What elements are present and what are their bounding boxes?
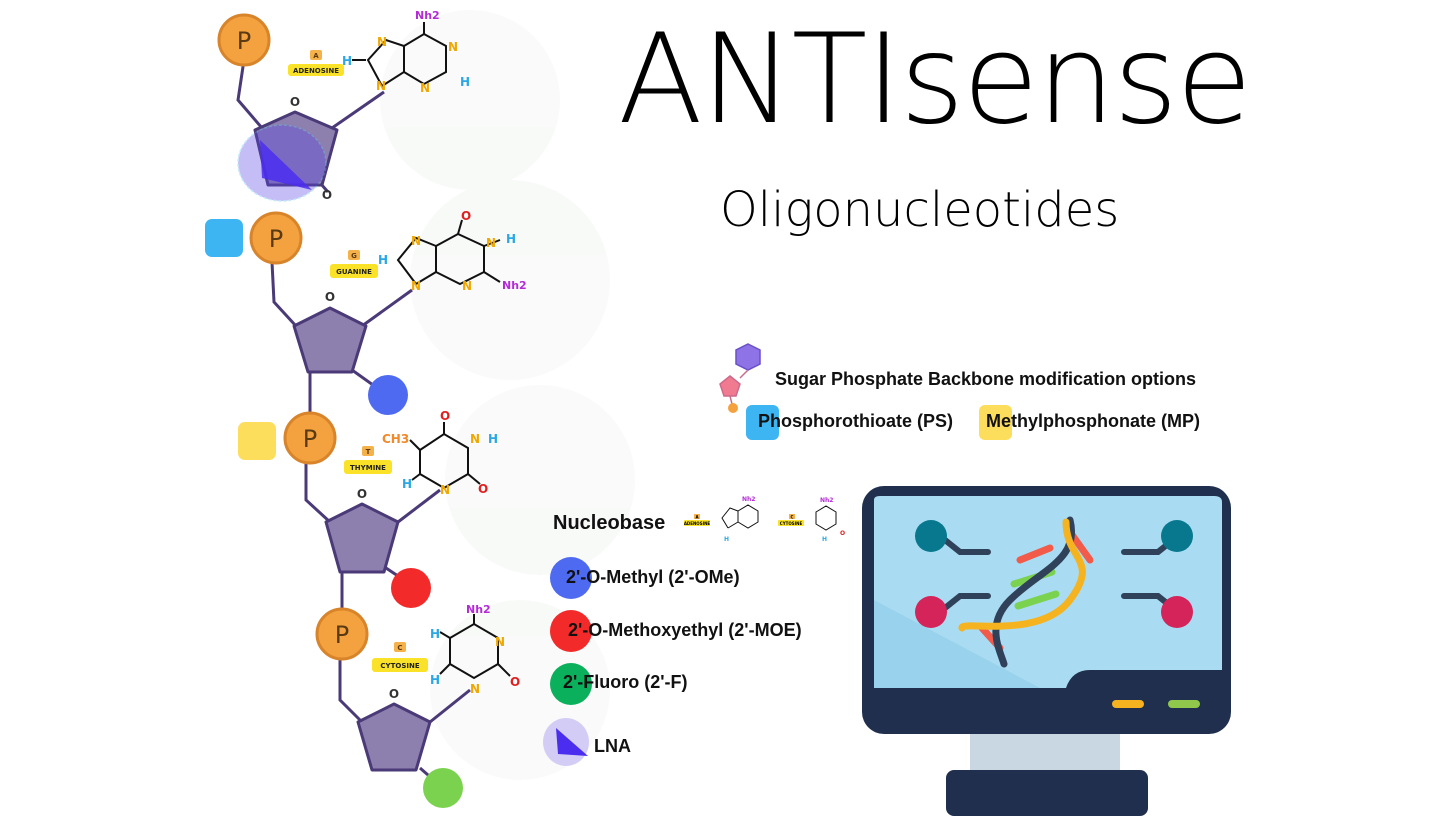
atom-n: N: [411, 234, 421, 248]
lna-modification-glyph: [237, 124, 327, 202]
base-label-thymine: [344, 446, 392, 474]
base-name: ADENOSINE: [293, 67, 339, 75]
atom-n: N: [470, 682, 480, 696]
phosphate-letter: P: [237, 27, 251, 55]
atom-o: O: [840, 530, 845, 537]
atom-n: N: [411, 279, 421, 293]
phosphate-groups: [217, 13, 369, 661]
ome-label: 2'-O-Methyl (2'-OMe): [566, 567, 740, 587]
atom-h: H: [506, 232, 516, 246]
atom-h: H: [378, 253, 388, 267]
sugar-o-label: O: [357, 487, 367, 501]
nucleobase-mini-cytosine: [815, 505, 837, 531]
cytosine-structure: [439, 614, 511, 680]
base-letter: A: [313, 52, 319, 60]
atom-n: N: [377, 35, 387, 49]
atom-nh2: Nh2: [415, 9, 440, 22]
atom-o: O: [461, 209, 471, 223]
atom-h: H: [430, 627, 440, 641]
base-name: THYMINE: [350, 464, 386, 472]
lna-label: LNA: [594, 736, 631, 756]
phosphate-letter: P: [335, 621, 349, 649]
mp-legend-swatch: [979, 405, 1012, 440]
base-name: ADENOSINE: [684, 521, 711, 526]
sugar-o-label: O: [325, 290, 335, 304]
lna-legend-swatch: [543, 718, 589, 766]
phosphate-3: [283, 411, 337, 465]
base-label-guanine: [330, 250, 378, 278]
sugar-o-label: O: [389, 687, 399, 701]
phosphate-4: [315, 607, 369, 661]
ome-modification-circle: [368, 375, 408, 415]
atom-n: N: [420, 81, 430, 95]
backbone-legend-icon: [719, 343, 761, 413]
atom-nh2: Nh2: [502, 279, 527, 292]
thymine-structure: [409, 422, 481, 490]
atom-n: N: [486, 236, 496, 250]
backbone-section-heading: Sugar Phosphate Backbone modification op…: [775, 369, 1197, 389]
guanine-structure: [396, 219, 501, 286]
backbone-chain: [236, 59, 471, 784]
fluoro-label: 2'-Fluoro (2'-F): [563, 672, 688, 692]
fluoro-legend-swatch: [550, 663, 592, 705]
base-name: CYTOSINE: [380, 662, 419, 670]
base-letter: G: [351, 252, 357, 260]
ps-option-label: Phosphorothioate (PS): [758, 411, 953, 431]
base-label-adenosine: [288, 50, 344, 76]
sugar-ring-3: [324, 502, 400, 574]
fluoro-modification-circle: [423, 768, 463, 808]
atom-h: H: [724, 536, 729, 543]
free-o-label: O: [322, 188, 332, 202]
base-letter: A: [695, 515, 699, 520]
atom-h: H: [342, 54, 352, 68]
base-letter: C: [791, 515, 794, 520]
atom-n: N: [495, 635, 505, 649]
phosphate-2: [249, 211, 303, 265]
nucleobase-section-heading: Nucleobase: [553, 512, 666, 534]
atom-h: H: [402, 477, 412, 491]
phosphate-letter: P: [269, 225, 283, 253]
atom-h: H: [822, 536, 827, 543]
page-title: ANTIsense: [618, 8, 1252, 152]
sugar-ring-2: [292, 306, 368, 374]
moe-legend-swatch: [550, 610, 592, 652]
atom-h: H: [460, 75, 470, 89]
sugar-ring-4: [356, 702, 432, 772]
phosphate-letter: P: [303, 425, 317, 453]
atom-n: N: [376, 79, 386, 93]
computer-monitor-illustration: [862, 486, 1231, 816]
base-letter: C: [397, 644, 402, 652]
ps-legend-swatch: [746, 405, 779, 440]
atom-ch3: CH3: [382, 432, 409, 446]
atom-o: O: [440, 409, 450, 423]
page-subtitle: Oligonucleotides: [720, 182, 1120, 238]
moe-label: 2'-O-Methoxyethyl (2'-MOE): [568, 620, 802, 640]
ome-legend-swatch: [550, 557, 592, 599]
base-letter: T: [366, 448, 371, 456]
atom-n: N: [470, 432, 480, 446]
phosphate-1: [217, 13, 271, 67]
atom-o: O: [510, 675, 520, 689]
mp-option-label: Methylphosphonate (MP): [986, 411, 1200, 431]
atom-nh2: Nh2: [742, 496, 755, 503]
base-name: GUANINE: [336, 268, 372, 276]
moe-modification-circle: [391, 568, 431, 608]
nucleobase-mini-labels: [684, 514, 804, 526]
atom-n: N: [462, 279, 472, 293]
atom-n: N: [448, 40, 458, 54]
ps-modification-square: [205, 219, 243, 257]
base-name: CYTOSINE: [780, 521, 803, 526]
base-label-cytosine: [372, 642, 428, 672]
atom-o: O: [478, 482, 488, 496]
atom-h: H: [430, 673, 440, 687]
atom-nh2: Nh2: [466, 603, 491, 616]
atom-h: H: [488, 432, 498, 446]
nucleobase-mini-adenine: [721, 504, 759, 529]
sugar-o-label: O: [290, 95, 300, 109]
mp-modification-square: [238, 422, 276, 460]
adenine-structure: [352, 22, 447, 87]
atom-nh2: Nh2: [820, 497, 833, 504]
atom-n: N: [440, 483, 450, 497]
